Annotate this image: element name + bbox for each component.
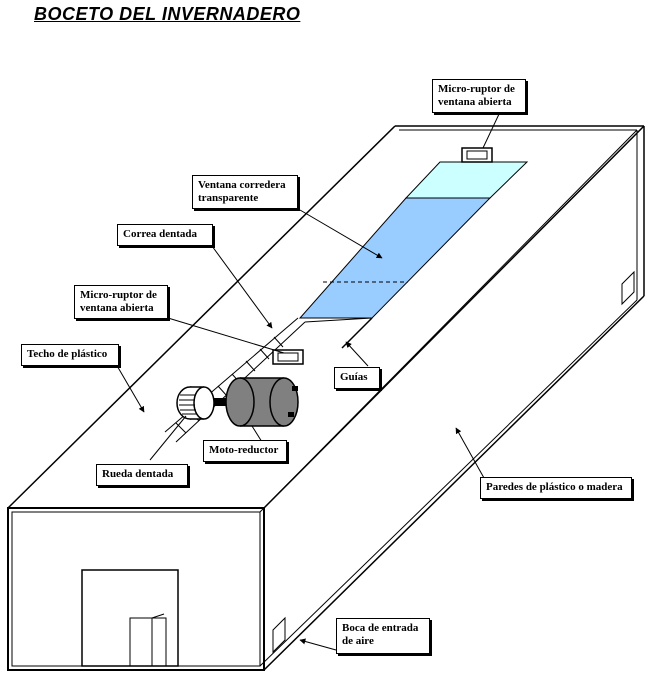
motor-terminal-top — [292, 386, 298, 391]
belt-tooth — [245, 360, 256, 372]
bottom-edge — [263, 295, 645, 671]
label-walls: Paredes de plástico o madera — [480, 477, 632, 499]
label-toothed-wheel: Rueda dentada — [96, 464, 188, 486]
leader-window — [299, 209, 383, 259]
label-microswitch-top: Micro-ruptor de ventana abierta — [432, 79, 526, 113]
label-toothed-belt: Correa dentada — [117, 224, 213, 246]
leader-motor — [251, 425, 263, 443]
leader-air-inlet — [299, 638, 337, 651]
microswitch-top-inner — [466, 150, 488, 160]
leader-walls — [455, 427, 485, 479]
leader-microswitch-top — [482, 111, 501, 149]
roof-right-edge-inner — [259, 129, 638, 513]
label-guides: Guías — [334, 367, 380, 389]
bottom-edge-inner — [259, 299, 638, 667]
leader-belt — [211, 245, 273, 329]
leader-wheel — [149, 415, 187, 461]
window-open-area — [404, 161, 529, 199]
motor-face — [269, 377, 299, 427]
motor-terminal-bottom — [288, 412, 294, 417]
front-face-inner — [11, 511, 261, 667]
leader-roof — [115, 363, 145, 413]
belt-tooth — [217, 385, 228, 397]
belt-tooth — [175, 422, 187, 434]
label-plastic-roof: Techo de plástico — [21, 344, 119, 366]
door-small-leaf — [151, 613, 165, 619]
belt-tooth — [259, 348, 270, 360]
roof-left-edge — [7, 125, 396, 509]
front-face — [7, 507, 265, 671]
page-title: BOCETO DEL INVERNADERO — [34, 4, 301, 24]
motor-shaft — [200, 398, 232, 406]
label-air-inlet: Boca de entrada de aire — [336, 618, 430, 654]
leader-guides — [345, 341, 369, 367]
guide-right — [304, 317, 373, 323]
leader-microswitch-mid — [167, 317, 285, 354]
air-inlet-back — [621, 270, 635, 306]
label-motor-reducer: Moto-reductor — [203, 440, 287, 462]
toothed-wheel-front — [193, 386, 215, 420]
guide-right-long — [341, 317, 373, 349]
belt-tooth — [273, 336, 284, 348]
sliding-window — [298, 197, 492, 319]
motor-back — [225, 377, 255, 427]
door-small — [129, 617, 167, 667]
label-sliding-window: Ventana corredera transparente — [192, 175, 298, 209]
microswitch-mid-inner — [277, 352, 299, 362]
air-inlet-front — [272, 616, 286, 654]
label-microswitch-mid: Micro-ruptor de ventana abierta — [74, 285, 168, 319]
